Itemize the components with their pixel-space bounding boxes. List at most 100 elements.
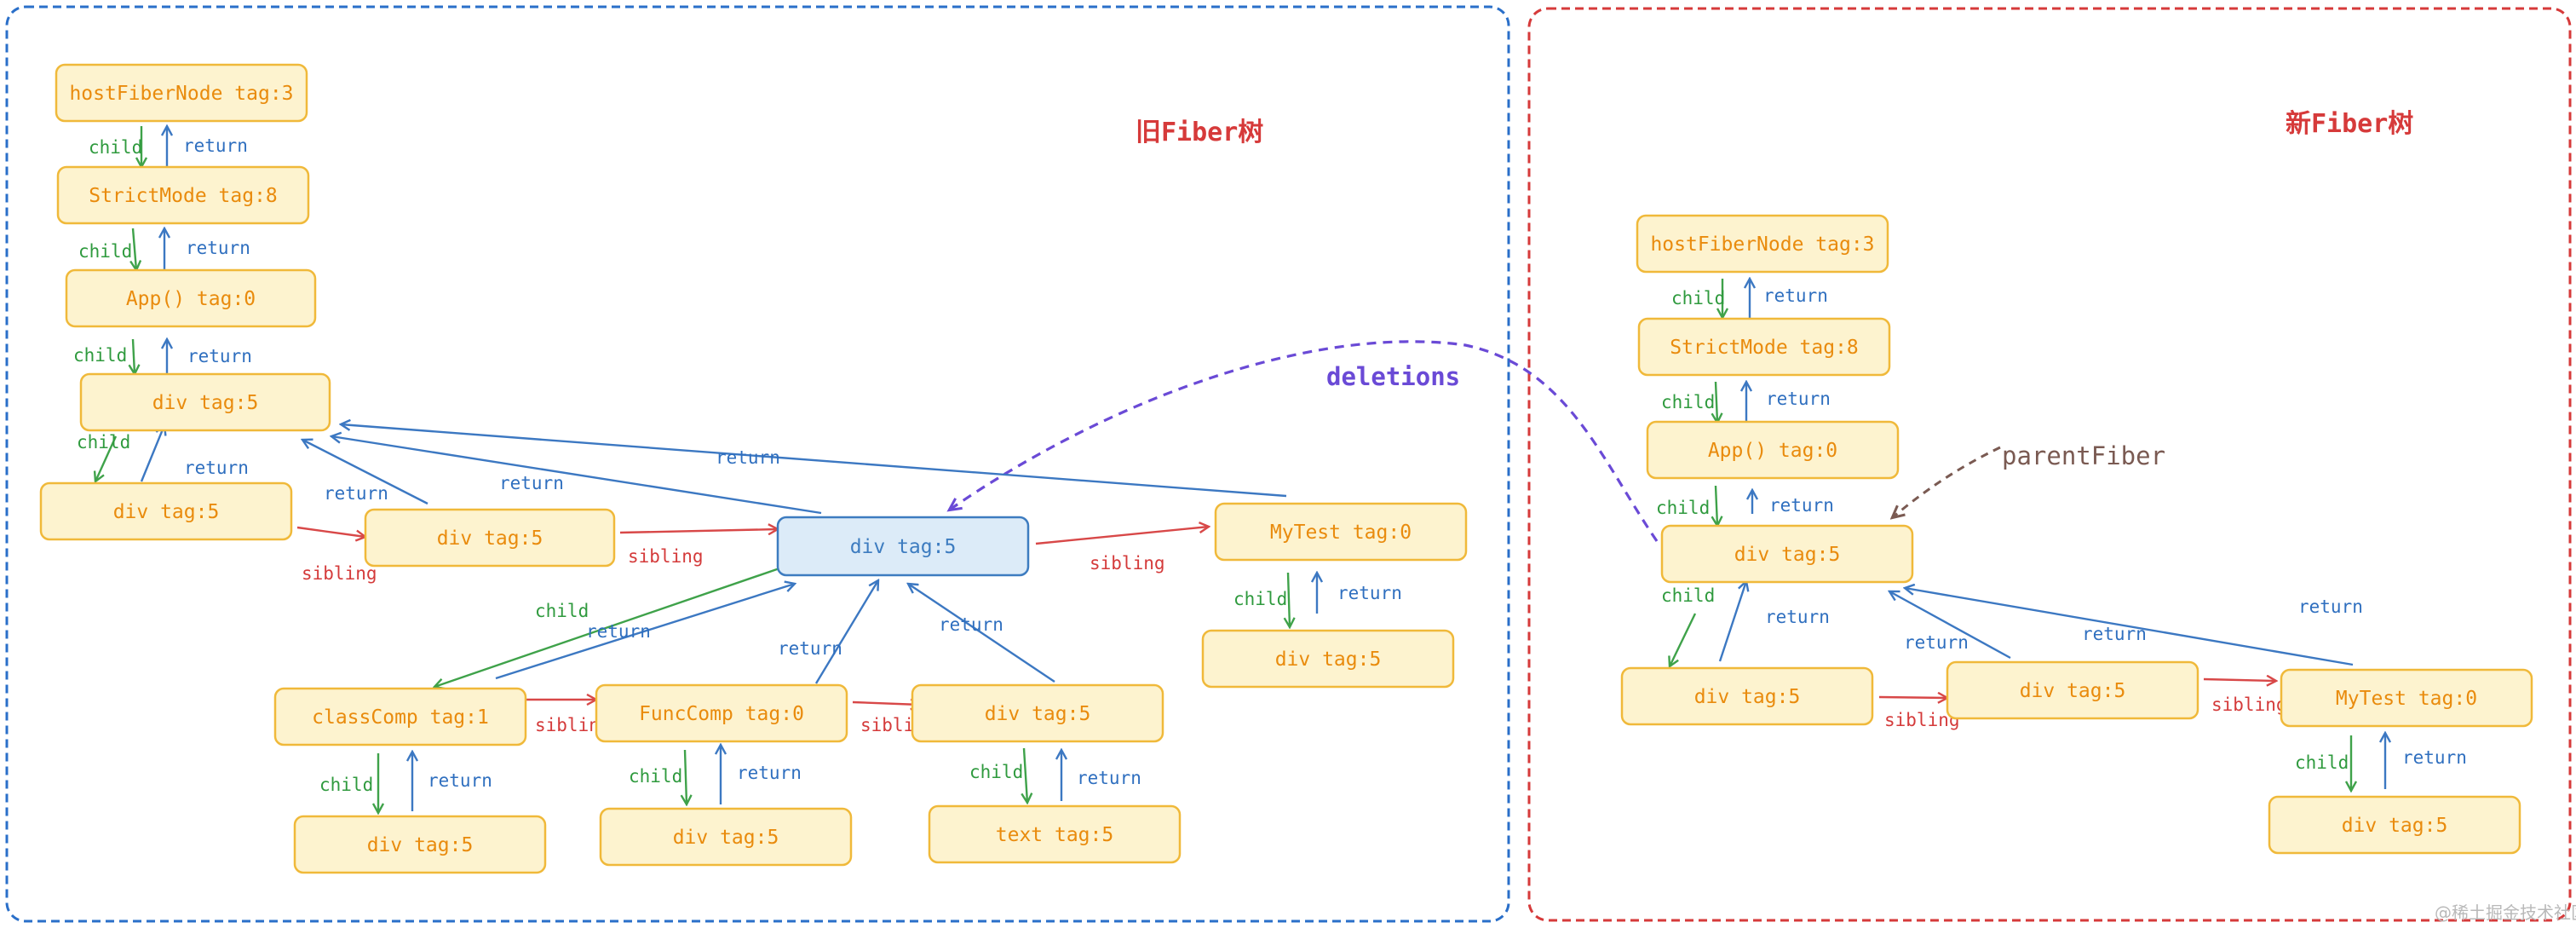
child-label: child [1656,498,1710,518]
fiber-node-label: div tag:5 [2342,815,2448,837]
child-label: child [1661,585,1715,606]
return-label: return [324,483,388,504]
return-label: return [1769,495,1834,516]
sibling-label: sibling [1090,553,1165,574]
parent-fiber-arrow [1893,446,2001,517]
fiber-node-box [364,508,616,568]
fiber-node-label: div tag:5 [673,827,779,849]
sibling-edge [1035,527,1209,545]
fiber-node-box [928,804,1182,864]
fiber-node: div tag:5 [911,683,1164,743]
fiber-node-label: div tag:5 [850,536,957,558]
fiber-node-box [2268,795,2521,855]
watermark: @稀土掘金技术社区 [2435,902,2576,923]
return-edge [908,584,1055,683]
fiber-node: hostFiberNode tag:3 [55,63,308,123]
return-label: return [183,135,248,156]
sibling-edge [2203,679,2276,681]
fiber-node-box [1946,660,2199,720]
fiber-node-box [79,372,331,432]
fiber-node-box [1201,629,1455,689]
child-edge [434,567,780,687]
child-edge [685,749,687,804]
child-label: child [89,137,142,158]
fiber-node-label: div tag:5 [1694,686,1801,708]
child-edge [1716,381,1717,423]
fiber-node-box [1660,524,1914,584]
sibling-edge [619,529,778,533]
fiber-node-label: div tag:5 [113,501,220,523]
return-label: return [2082,624,2147,644]
fiber-node-label: div tag:5 [2020,680,2126,702]
fiber-node-box [39,481,293,541]
fiber-node: div tag:5 [1620,666,1874,726]
child-label: child [1671,288,1725,308]
child-label: child [319,775,373,795]
fiber-node: div tag:5 [293,815,547,874]
fiber-node-label: hostFiberNode tag:3 [1650,233,1874,256]
return-edge [331,436,822,515]
return-label: return [1763,285,1828,306]
fiber-node: text tag:5 [928,804,1182,864]
fiber-node-box [1636,214,1889,274]
sibling-label: sibling [2211,695,2287,715]
fiber-node-box [2280,668,2533,728]
fiber-node-label: div tag:5 [985,703,1091,725]
fiber-node-box [56,165,310,225]
fiber-node-label: div tag:5 [437,527,543,550]
fiber-node: div tag:5 [364,508,616,568]
fiber-node: StrictMode tag:8 [56,165,310,225]
fiber-node: div tag:5 [1946,660,2199,720]
fiber-node: MyTest tag:0 [1214,502,1468,562]
return-label: return [586,621,651,642]
fiber-node-label: div tag:5 [1275,648,1382,671]
child-edge [133,228,136,270]
fiber-node: classComp tag:1 [273,687,527,746]
fiber-node: FuncComp tag:0 [595,683,848,743]
return-label: return [778,638,842,659]
return-label: return [428,770,492,791]
fiber-node-label: text tag:5 [996,824,1113,846]
fiber-node-label: hostFiberNode tag:3 [69,83,293,105]
fiber-node-box [293,815,547,874]
return-label: return [2298,597,2363,617]
child-label: child [535,601,589,621]
return-label: return [499,473,564,493]
fiber-node-label: FuncComp tag:0 [639,703,804,725]
return-label: return [1765,607,1830,627]
fiber-node-label: classComp tag:1 [312,706,489,729]
fiber-node-label: div tag:5 [152,392,259,414]
deletions-label: deletions [1326,362,1460,391]
child-label: child [629,766,682,787]
return-label: return [737,763,802,783]
fiber-node-box [65,268,317,328]
child-edge [1024,747,1027,803]
fiber-node: div tag:5 [1660,524,1914,584]
edges-layer [95,126,2385,813]
return-edge [140,425,164,482]
return-edge [814,580,878,684]
child-label: child [78,241,132,262]
old-tree-title: 旧Fiber树 [1136,118,1263,147]
sibling-edge [852,702,920,705]
child-label: child [73,345,127,366]
child-label: child [1233,589,1287,609]
fiber-node: div tag:5 [39,481,293,541]
fiber-node: div tag:5 [1201,629,1455,689]
deletions-arrow [950,340,1659,542]
return-label: return [1337,583,1402,603]
return-edge [1905,588,2354,666]
fiber-node-box [1637,317,1891,377]
fiber-node-box [1620,666,1874,726]
fiber-node: App() tag:0 [65,268,317,328]
fiber-node-box [55,63,308,123]
return-label: return [184,458,249,478]
child-label: child [969,762,1023,782]
fiber-node-label: MyTest tag:0 [2336,688,2477,710]
sibling-edge [296,526,365,537]
fiber-node: div tag:5 [2268,795,2521,855]
fiber-node-box [599,807,853,867]
return-label: return [1904,632,1969,653]
fiber-node: StrictMode tag:8 [1637,317,1891,377]
